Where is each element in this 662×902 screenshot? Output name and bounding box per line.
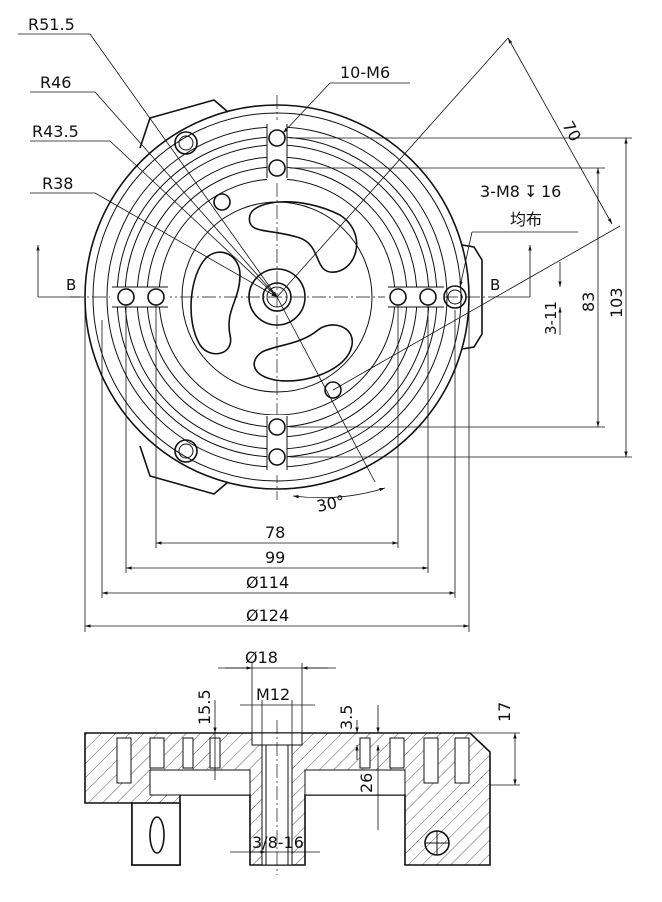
rim-ear-right <box>461 244 483 350</box>
label-15-5: 15.5 <box>195 689 214 725</box>
rim-ear-bottom <box>139 445 229 495</box>
label-17: 17 <box>495 702 514 722</box>
m8-hole <box>174 439 198 463</box>
ring-gap-top <box>267 120 287 180</box>
m8-hole <box>174 131 198 155</box>
kidney-slot-1 <box>248 201 358 273</box>
section-view <box>84 663 520 875</box>
label-r46: R46 <box>40 73 71 92</box>
section-label-left: B <box>66 276 76 294</box>
outer-step-circle <box>92 112 462 482</box>
label-26: 26 <box>357 773 376 793</box>
callout-3-m8: 3-M8 ↧ 16 <box>480 182 561 201</box>
label-r43-5: R43.5 <box>32 122 79 141</box>
label-dia-18: Ø18 <box>245 648 278 667</box>
label-r51-5: R51.5 <box>28 15 75 34</box>
label-83: 83 <box>579 292 598 312</box>
m6-hole <box>268 159 286 177</box>
ring-gap-left <box>110 287 170 307</box>
hub-outer <box>248 268 306 326</box>
label-3-8-16: 3/8-16 <box>252 833 304 852</box>
m6-hole <box>268 448 286 466</box>
depth-icon: ↧ <box>524 182 537 201</box>
rim-ear-top <box>139 99 229 149</box>
m8-hole <box>443 285 467 309</box>
top-view <box>18 33 632 632</box>
label-dia-114: Ø114 <box>246 573 289 592</box>
side-slot <box>149 816 165 854</box>
label-dia-124: Ø124 <box>246 606 289 625</box>
label-70: 70 <box>559 118 585 145</box>
m6-hole <box>268 418 286 436</box>
m6-hole <box>324 381 342 399</box>
outer-circle <box>84 104 470 490</box>
label-depth-16: 16 <box>541 182 561 201</box>
label-evenly-spaced: 均布 <box>510 210 542 229</box>
ring-gap-bottom <box>267 415 287 475</box>
m6-hole <box>268 129 286 147</box>
label-30-degrees: 30° <box>315 491 347 515</box>
label-3-11: 3-11 <box>542 301 560 335</box>
label-3-5: 3.5 <box>337 705 356 730</box>
hub-m12-thread <box>262 282 292 312</box>
label-10-m6: 10-M6 <box>340 63 390 82</box>
label-r38: R38 <box>42 174 73 193</box>
label-3-m8: 3-M8 <box>480 182 520 201</box>
ring-gap-right <box>385 287 445 307</box>
section-label-right: B <box>490 276 500 294</box>
kidney-slot-3 <box>253 324 353 382</box>
label-m12: M12 <box>256 685 290 704</box>
label-78: 78 <box>265 523 285 542</box>
label-103: 103 <box>607 287 626 318</box>
m6-hole <box>213 193 231 211</box>
label-99: 99 <box>265 548 285 567</box>
hub-bore <box>266 286 288 308</box>
kidney-slot-2 <box>190 251 241 355</box>
